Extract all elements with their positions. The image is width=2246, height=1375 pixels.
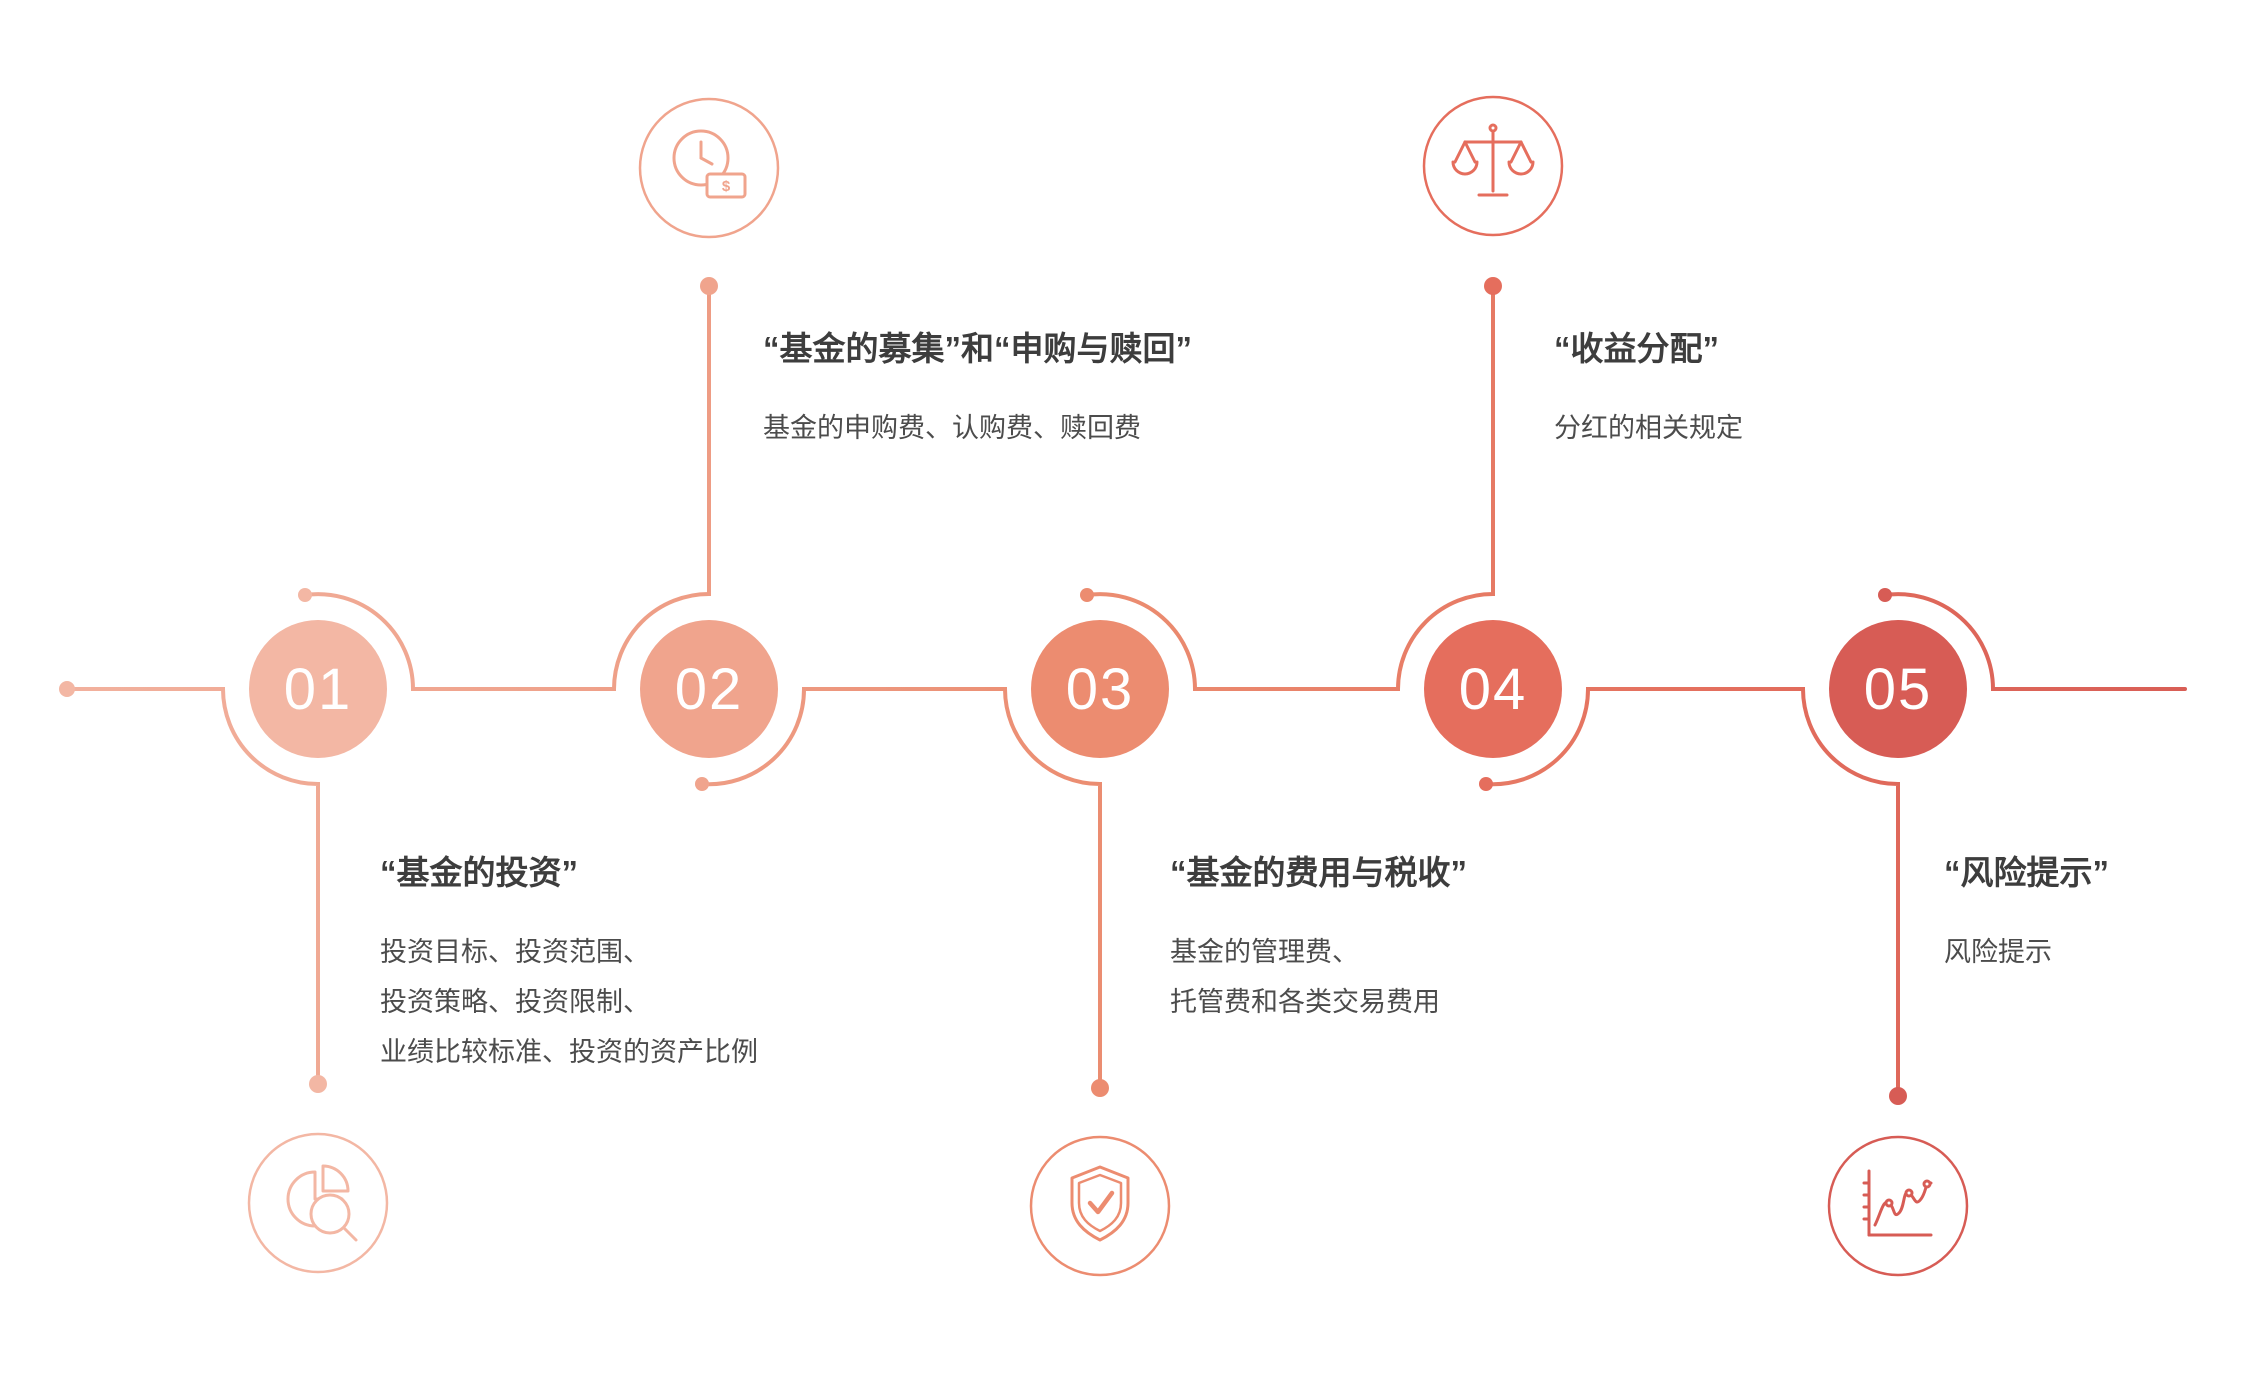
step-title: “基金的费用与税收” (1170, 854, 1467, 891)
dollar-sign: $ (722, 178, 731, 195)
timeline-dot (700, 277, 718, 295)
icon-art (1451, 123, 1535, 197)
step-number: 02 (675, 657, 744, 722)
balance-scale-icon (1422, 95, 1564, 237)
step-description: 分红的相关规定 (1554, 404, 1743, 454)
icon-art: $ (672, 129, 747, 199)
icon-ring (638, 97, 780, 239)
step-2-text: “基金的募集”和“申购与赎回” 基金的申购费、认购费、赎回费 (763, 322, 1192, 454)
step-number: 03 (1066, 657, 1135, 722)
timeline-dot (59, 681, 75, 697)
step-description-line: 投资目标、投资范围、 (380, 937, 650, 967)
timeline-dot (1484, 277, 1502, 295)
step-description-line: 基金的管理费、 (1170, 937, 1359, 967)
step-circle (640, 620, 778, 758)
timeline-dot (1479, 777, 1493, 791)
icon-art (1862, 1169, 1933, 1237)
step-description-line: 投资策略、投资限制、 (380, 986, 650, 1017)
step-title: “收益分配” (1554, 330, 1719, 367)
step-title: “基金的募集”和“申购与赎回” (763, 330, 1192, 367)
step-circle-01: 01 (249, 620, 387, 758)
step-3-text: “基金的费用与税收” 基金的管理费、 托管费和各类交易费用 (1170, 846, 1467, 1028)
timeline-connectors (65, 284, 2187, 1098)
clock-money-icon: $ (638, 97, 780, 239)
step-circle-05: 05 (1829, 620, 1967, 758)
step-title: “基金的投资” (380, 854, 578, 891)
timeline-connector (303, 284, 711, 691)
step-description-line: 分红的相关规定 (1554, 413, 1743, 443)
step-description: 基金的管理费、 托管费和各类交易费用 (1170, 928, 1467, 1028)
step-number: 01 (284, 657, 353, 722)
step-5-text: “风险提示” 风险提示 (1944, 846, 2109, 978)
step-circle (1424, 620, 1562, 758)
step-circle (1031, 620, 1169, 758)
timeline-dot (695, 777, 709, 791)
timeline-connector (1085, 284, 1495, 691)
step-circle-04: 04 (1424, 620, 1562, 758)
step-circle (249, 620, 387, 758)
icon-art (286, 1164, 358, 1242)
timeline-dots (59, 277, 1907, 1105)
step-circle-03: 03 (1031, 620, 1169, 758)
timeline-connector (1484, 687, 1900, 1098)
stock-chart-icon (1827, 1135, 1969, 1277)
step-description: 投资目标、投资范围、 投资策略、投资限制、 业绩比较标准、投资的资产比例 (380, 928, 758, 1078)
timeline-connector (700, 687, 1102, 1090)
timeline-dot (309, 1075, 327, 1093)
pie-chart-search-icon (247, 1132, 389, 1274)
icon-art (1070, 1165, 1130, 1242)
step-description-line: 托管费和各类交易费用 (1170, 986, 1440, 1017)
step-circles: 01 02 03 04 05 (249, 620, 1967, 758)
step-description-line: 基金的申购费、认购费、赎回费 (763, 413, 1141, 443)
step-description: 风险提示 (1944, 928, 2109, 978)
step-circle (1829, 620, 1967, 758)
step-number: 05 (1864, 657, 1933, 722)
step-4-text: “收益分配” 分红的相关规定 (1554, 322, 1743, 454)
step-number: 04 (1459, 657, 1528, 722)
step-description-line: 业绩比较标准、投资的资产比例 (380, 1036, 758, 1067)
timeline-connector (1883, 592, 2187, 691)
timeline-dot (1080, 588, 1094, 602)
step-description-line: 风险提示 (1944, 937, 2052, 967)
step-title: “风险提示” (1944, 854, 2109, 891)
step-circle-02: 02 (640, 620, 778, 758)
timeline-dot (1889, 1087, 1907, 1105)
timeline-connector (65, 687, 320, 1086)
icon-ring (1827, 1135, 1969, 1277)
timeline-dot (1878, 588, 1892, 602)
timeline-dot (1091, 1079, 1109, 1097)
timeline-dot (298, 588, 312, 602)
shield-check-icon (1029, 1135, 1171, 1277)
step-description: 基金的申购费、认购费、赎回费 (763, 404, 1192, 454)
step-1-text: “基金的投资” 投资目标、投资范围、 投资策略、投资限制、 业绩比较标准、投资的… (380, 846, 758, 1078)
